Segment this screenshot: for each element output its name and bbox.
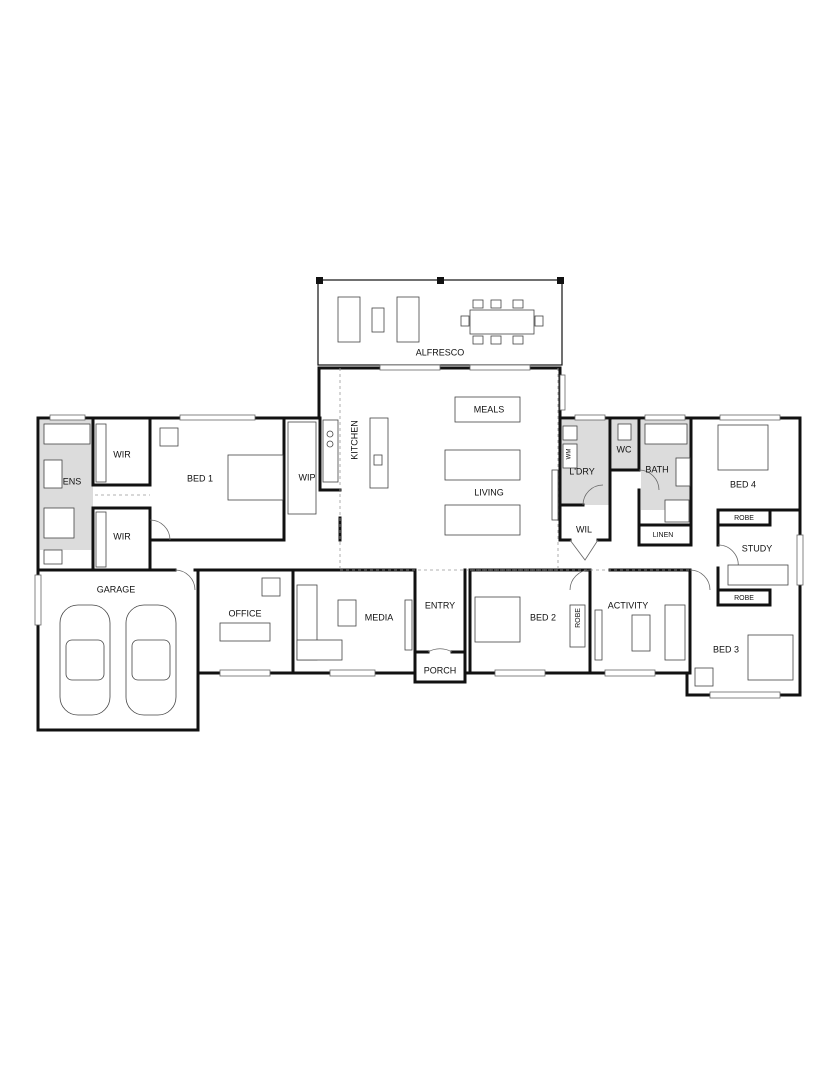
meals-table xyxy=(454,396,521,423)
label-office: OFFICE xyxy=(229,608,262,618)
furniture xyxy=(43,396,794,716)
bed2-robe xyxy=(569,604,586,648)
kitchen-bench xyxy=(322,419,339,483)
living-sofa-top xyxy=(444,449,521,481)
label-living: LIVING xyxy=(474,487,504,497)
office-armchair xyxy=(261,577,281,597)
label-bed4: BED 4 xyxy=(730,479,756,489)
activity-table xyxy=(631,614,651,652)
label-study: STUDY xyxy=(742,543,773,553)
car-right-icon xyxy=(125,604,177,716)
outdoor-sofa-right xyxy=(396,296,420,343)
label-ldry: L'DRY xyxy=(569,466,595,476)
ensuite-shower xyxy=(43,507,75,539)
kitchen-island xyxy=(369,417,389,489)
label-robe-bed4: ROBE xyxy=(734,515,754,522)
laundry-tub xyxy=(562,425,578,441)
label-activity: ACTIVITY xyxy=(608,600,649,610)
ensuite-toilet xyxy=(43,549,63,565)
study-desk xyxy=(727,564,789,586)
bath-vanity xyxy=(675,457,691,487)
wir-shelf-bottom xyxy=(95,511,107,568)
label-bed2: BED 2 xyxy=(530,612,556,622)
label-ens: ENS xyxy=(63,476,82,486)
label-entry: ENTRY xyxy=(425,600,455,610)
office-desk xyxy=(219,622,271,642)
living-tv-unit xyxy=(551,469,559,521)
label-garage: GARAGE xyxy=(97,584,136,594)
label-wm: WM xyxy=(567,449,573,460)
label-media: MEDIA xyxy=(365,612,394,622)
sink-icon xyxy=(373,454,383,466)
label-wir-bottom: WIR xyxy=(113,531,131,541)
bed3-armchair xyxy=(694,667,714,687)
activity-sofa xyxy=(664,604,686,661)
wir-shelf-top xyxy=(95,423,107,483)
label-robe-bed2: ROBE xyxy=(575,608,582,628)
label-wc: WC xyxy=(617,444,632,454)
bath-tub xyxy=(644,423,688,445)
label-porch: PORCH xyxy=(424,665,457,675)
label-bed1: BED 1 xyxy=(187,473,213,483)
open-plan-markers xyxy=(95,368,690,571)
door-swings xyxy=(149,469,739,653)
bed3-bed xyxy=(747,634,794,681)
car-left-icon xyxy=(59,604,111,716)
outdoor-chairs xyxy=(460,299,544,345)
label-robe-bed3: ROBE xyxy=(734,595,754,602)
ensuite-vanity xyxy=(43,459,63,489)
living-sofa-bottom xyxy=(444,504,521,536)
label-kitchen: KITCHEN xyxy=(349,420,359,460)
washing-machine xyxy=(562,443,578,469)
label-wir-top: WIR xyxy=(113,449,131,459)
label-bed3: BED 3 xyxy=(713,644,739,654)
activity-tv-unit xyxy=(594,609,603,661)
wc-toilet xyxy=(617,423,632,441)
bed1-bed xyxy=(227,454,284,501)
ensuite-bath xyxy=(43,423,91,445)
room-labels: ALFRESCO MEALS KITCHEN LIVING WIP BED 1 … xyxy=(63,347,773,675)
outdoor-sofa-left xyxy=(337,296,361,343)
label-wip: WIP xyxy=(299,472,316,482)
media-ottoman xyxy=(337,599,357,627)
label-bath: BATH xyxy=(645,464,668,474)
label-alfresco: ALFRESCO xyxy=(416,347,465,357)
label-meals: MEALS xyxy=(474,404,505,414)
wip-shelves xyxy=(287,421,317,515)
media-sofa-end xyxy=(296,639,343,661)
bed2-bed xyxy=(474,596,521,643)
bed1-armchair xyxy=(159,427,179,447)
outdoor-dining-table xyxy=(469,309,535,335)
windows xyxy=(34,364,804,699)
outdoor-coffee-table xyxy=(371,307,385,333)
label-wil: WIL xyxy=(576,524,592,534)
alfresco-area xyxy=(316,277,564,366)
label-linen: LINEN xyxy=(653,532,674,539)
bath-shower xyxy=(664,499,690,523)
interior-walls xyxy=(36,416,802,675)
media-tv-unit xyxy=(404,599,413,651)
bed4-bed xyxy=(717,424,769,471)
